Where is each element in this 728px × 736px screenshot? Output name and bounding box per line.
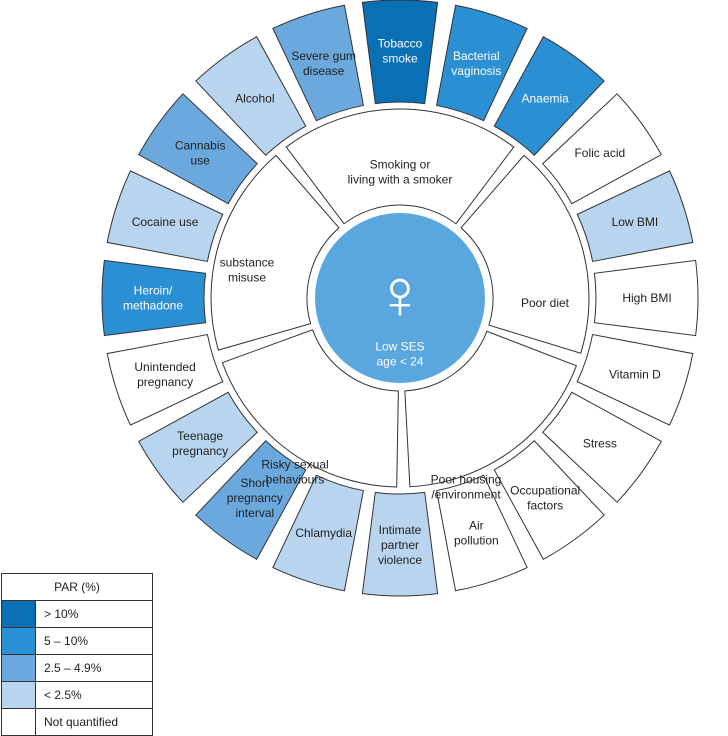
risky-sexual-sector [221, 329, 399, 488]
outer-segment-stress: Stress [542, 391, 662, 503]
legend: PAR (%) > 10% 5 – 10% 2.5 – 4.9% < 2.5% Not … [1, 573, 153, 736]
outer-segment-alcohol: Alcohol [195, 36, 307, 156]
stress-block [542, 391, 662, 503]
outer-segment-vitamin-d: Vitamin D [576, 333, 694, 426]
substance-misuse-sector [210, 154, 340, 351]
legend-swatch [2, 709, 36, 735]
legend-label: 2.5 – 4.9% [44, 661, 102, 675]
cocaine-use-label: Cocaine use [132, 215, 199, 229]
legend-row: Not quantified [2, 709, 152, 735]
inner-segment-poor-diet: Poor diet [460, 154, 590, 354]
cocaine-use-block [106, 170, 224, 263]
severe-gum-disease-block [272, 4, 365, 122]
anaemia-label: Anaemia [521, 91, 569, 105]
air-pollution-block [435, 474, 528, 592]
legend-swatch [2, 628, 36, 654]
folic-acid-block [542, 93, 662, 205]
low-bmi-block [576, 170, 694, 263]
legend-label: > 10% [44, 607, 79, 621]
stress-label: Stress [583, 436, 617, 450]
occupational-factors-block [493, 440, 605, 560]
cannabis-use-block [138, 93, 258, 205]
outer-segment-folic-acid: Folic acid [542, 93, 662, 205]
legend-swatch [2, 601, 36, 627]
outer-segment-chlamydia: Chlamydia [272, 474, 365, 592]
poor-housing-label: Poor housing/environment [431, 473, 502, 502]
folic-acid-label: Folic acid [574, 146, 625, 160]
outer-segment-cocaine-use: Cocaine use [106, 170, 224, 263]
legend-label: 5 – 10% [44, 634, 89, 648]
poor-housing-sector [404, 330, 578, 488]
heroin-methadone-label: Heroin/methadone [123, 284, 183, 313]
outer-segment-anaemia: Anaemia [493, 36, 605, 156]
legend-row: 5 – 10% [2, 628, 152, 655]
alcohol-label: Alcohol [235, 91, 274, 105]
smoking-sector [285, 108, 515, 225]
tobacco-smoke-block [361, 0, 439, 105]
poor-diet-sector [460, 154, 590, 354]
high-bmi-block [593, 259, 699, 337]
legend-row: 2.5 – 4.9% [2, 655, 152, 682]
vitamin-d-block [576, 333, 694, 426]
vitamin-d-label: Vitamin D [609, 368, 661, 382]
legend-swatch [2, 655, 36, 681]
chlamydia-label: Chlamydia [295, 526, 352, 540]
inner-segment-poor-housing: Poor housing/environment [404, 330, 578, 502]
unintended-pregnancy-block [106, 333, 224, 426]
legend-title: PAR (%) [2, 574, 152, 601]
chlamydia-block [272, 474, 365, 592]
legend-label: < 2.5% [44, 688, 82, 702]
alcohol-block [195, 36, 307, 156]
poor-diet-label: Poor diet [521, 296, 570, 310]
outer-segment-high-bmi: High BMI [593, 259, 699, 337]
short-pregnancy-interval-block [195, 440, 307, 560]
outer-segment-heroin-methadone: Heroin/methadone [101, 259, 207, 337]
intimate-partner-violence-block [361, 491, 439, 597]
legend-label: Not quantified [44, 715, 119, 729]
low-bmi-label: Low BMI [612, 215, 659, 229]
teenage-pregnancy-block [138, 391, 258, 503]
legend-row: < 2.5% [2, 682, 152, 709]
high-bmi-label: High BMI [622, 291, 671, 305]
female-symbol-icon: ♀ [374, 255, 427, 333]
legend-swatch [2, 682, 36, 708]
heroin-methadone-block [101, 259, 207, 337]
outer-segment-low-bmi: Low BMI [576, 170, 694, 263]
legend-row: > 10% [2, 601, 152, 628]
anaemia-block [493, 36, 605, 156]
center-circle [315, 213, 485, 383]
bacterial-vaginosis-block [435, 4, 528, 122]
